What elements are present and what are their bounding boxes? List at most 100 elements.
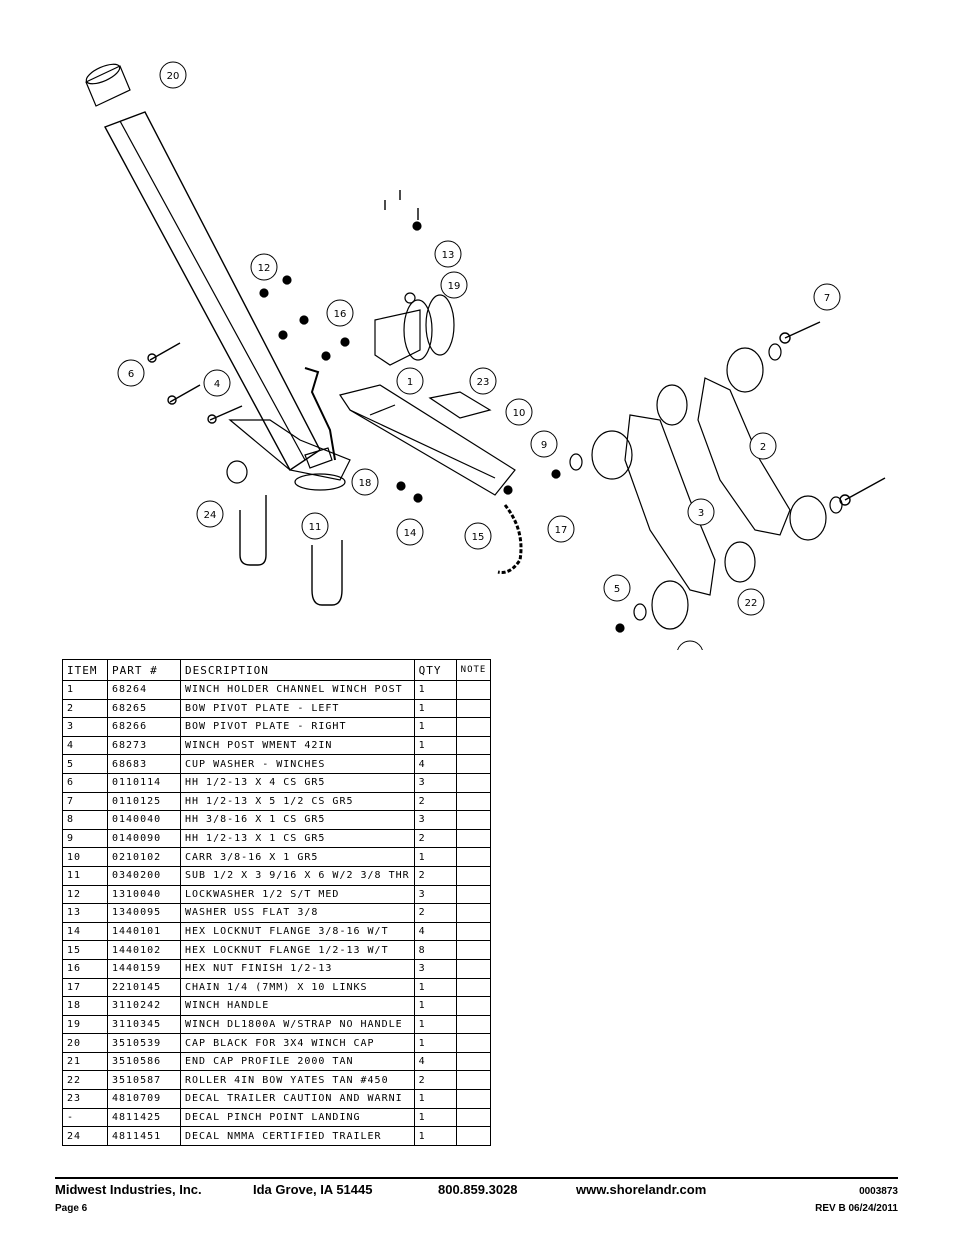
cell-note xyxy=(455,940,492,960)
cell-part-number: 4811425 xyxy=(107,1107,181,1128)
callout-circle xyxy=(351,468,379,496)
winch-channel-part-1 xyxy=(339,384,516,496)
table-header-row: ITEM PART # DESCRIPTION QTY NOTE xyxy=(62,659,492,681)
cell-qty: 2 xyxy=(413,1070,457,1091)
cell-note xyxy=(455,847,492,867)
callout-14: 14 xyxy=(396,518,424,546)
cell-qty: 8 xyxy=(413,940,457,960)
cell-item: 14 xyxy=(62,921,108,942)
cell-part-number: 1340095 xyxy=(107,903,181,923)
callout-label: 3 xyxy=(698,508,704,519)
callout-23: 23 xyxy=(469,367,497,395)
cell-part-number: 3510539 xyxy=(107,1033,181,1053)
footer-page: Page 6 xyxy=(55,1203,88,1214)
callout-7: 7 xyxy=(813,283,841,311)
cell-qty: 1 xyxy=(413,977,457,998)
cell-item: 5 xyxy=(62,754,108,774)
cell-note xyxy=(455,884,492,905)
cell-description: CHAIN 1/4 (7MM) X 10 LINKS xyxy=(180,977,415,998)
cell-qty: 1 xyxy=(413,735,457,756)
cell-item: 16 xyxy=(62,958,108,979)
callout-label: 5 xyxy=(614,584,620,595)
cell-qty: 2 xyxy=(413,791,457,812)
callout-circle xyxy=(301,512,329,540)
callout-circle xyxy=(687,498,715,526)
chain-part-17 xyxy=(497,504,523,574)
footer-phone: 800.859.3028 xyxy=(438,1182,518,1197)
footer-website: www.shorelandr.com xyxy=(576,1182,707,1197)
footer-doc-number: 0003873 xyxy=(859,1186,898,1197)
cell-item: 11 xyxy=(62,865,108,886)
callout-label: 7 xyxy=(824,293,830,304)
cell-qty: 1 xyxy=(413,1014,457,1035)
callout-labels: 20131912166412310918241114151772352221 xyxy=(117,61,841,650)
cell-item: 17 xyxy=(62,977,108,998)
decal-part-23 xyxy=(428,391,492,419)
cell-part-number: 0340200 xyxy=(107,865,181,886)
callout-circle xyxy=(117,359,145,387)
cell-description: END CAP PROFILE 2000 TAN xyxy=(180,1051,415,1072)
cell-part-number: 68266 xyxy=(107,717,181,737)
callout-22: 22 xyxy=(737,588,765,616)
cell-qty: 1 xyxy=(413,1089,457,1109)
callout-20: 20 xyxy=(159,61,187,89)
cell-part-number: 1310040 xyxy=(107,884,181,905)
callout-circle xyxy=(434,240,462,268)
header-description: DESCRIPTION xyxy=(180,659,415,681)
cell-description: ROLLER 4IN BOW YATES TAN #450 xyxy=(180,1070,415,1091)
callout-3: 3 xyxy=(687,498,715,526)
cell-item: 9 xyxy=(62,828,108,849)
callout-circle xyxy=(326,299,354,327)
cell-item: 12 xyxy=(62,884,108,905)
callout-circle xyxy=(813,283,841,311)
callout-17: 17 xyxy=(547,515,575,543)
cell-note xyxy=(455,698,492,719)
cell-qty: 1 xyxy=(413,1126,457,1146)
cell-part-number: 0110125 xyxy=(107,791,181,812)
cell-item: 21 xyxy=(62,1051,108,1072)
cell-qty: 1 xyxy=(413,1033,457,1053)
callout-label: 23 xyxy=(477,377,490,388)
footer-revision: REV B 06/24/2011 xyxy=(815,1203,898,1214)
cell-item: 13 xyxy=(62,903,108,923)
cell-part-number: 68273 xyxy=(107,735,181,756)
cell-part-number: 68265 xyxy=(107,698,181,719)
cell-item: 15 xyxy=(62,940,108,960)
cell-item: 18 xyxy=(62,996,108,1016)
callout-2: 2 xyxy=(749,432,777,460)
callout-circle xyxy=(250,253,278,281)
cell-part-number: 0140090 xyxy=(107,828,181,849)
cell-item: 19 xyxy=(62,1014,108,1035)
callout-11: 11 xyxy=(301,512,329,540)
cell-item: 4 xyxy=(62,735,108,756)
header-item: ITEM xyxy=(62,659,108,681)
cell-part-number: 4810709 xyxy=(107,1089,181,1109)
cell-note xyxy=(455,680,492,700)
callout-label: 9 xyxy=(541,440,547,451)
cell-description: DECAL NMMA CERTIFIED TRAILER xyxy=(180,1126,415,1146)
cell-qty: 4 xyxy=(413,921,457,942)
u-bolts-part-11 xyxy=(239,495,343,606)
decal-part-24 xyxy=(226,460,248,484)
cell-part-number: 68264 xyxy=(107,680,181,700)
cell-description: WINCH HOLDER CHANNEL WINCH POST xyxy=(180,680,415,700)
callout-circle xyxy=(464,522,492,550)
bow-pivot-plate-part-2 xyxy=(697,377,791,536)
callout-label: 4 xyxy=(214,379,220,390)
cell-description: WINCH DL1800A W/STRAP NO HANDLE xyxy=(180,1014,415,1035)
cell-note xyxy=(455,903,492,923)
cell-qty: 1 xyxy=(413,698,457,719)
cell-part-number: 0110114 xyxy=(107,772,181,793)
cell-part-number: 3510587 xyxy=(107,1070,181,1091)
callout-21: 21 xyxy=(677,640,703,650)
